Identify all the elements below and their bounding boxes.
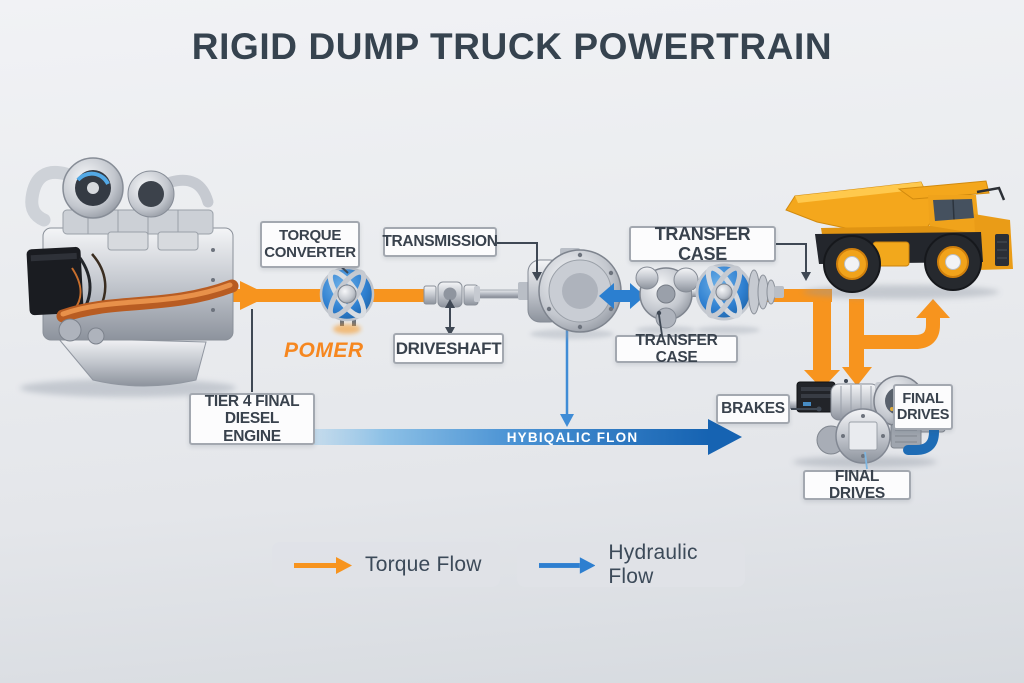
label-final-drives-side: FINAL DRIVES bbox=[893, 384, 953, 430]
hydraulic-double-arrow bbox=[599, 283, 645, 309]
transfer-case-illustration bbox=[635, 266, 718, 334]
label-final-drives-bottom: FINAL DRIVES bbox=[803, 468, 911, 502]
hydraulic-flow-arrow-icon bbox=[539, 556, 596, 574]
label-driveshaft: DRIVESHAFT bbox=[393, 333, 504, 364]
torque-converter-illustration bbox=[319, 266, 375, 334]
page-title: RIGID DUMP TRUCK POWERTRAIN bbox=[191, 26, 833, 67]
diesel-engine-illustration bbox=[20, 157, 239, 397]
label-brakes: BRAKES bbox=[716, 394, 790, 424]
legend-hydraulic-flow-label: Hydraulic Flow bbox=[608, 540, 698, 588]
rear-axle-illustration bbox=[695, 263, 784, 334]
dump-truck-illustration bbox=[785, 180, 1013, 299]
driveshaft-illustration bbox=[423, 281, 531, 308]
hydraulic-flow-bar bbox=[314, 322, 742, 455]
power-caption: POMER bbox=[284, 339, 364, 362]
hydraulic-curve-arrow bbox=[903, 419, 939, 455]
legend-hydraulic-flow: Hydraulic Flow bbox=[517, 540, 745, 588]
label-transfer-case-top: TRANSFER CASE bbox=[629, 224, 776, 264]
torque-flow-arrow-icon bbox=[294, 556, 352, 574]
label-transfer-case-bottom: TRANSFER CASE bbox=[615, 332, 738, 366]
label-tier4-diesel-engine: TIER 4 FINAL DIESEL ENGINE bbox=[189, 393, 315, 445]
label-torque-converter: TORQUE CONVERTER bbox=[260, 221, 360, 268]
legend-torque-flow: Torque Flow bbox=[272, 542, 500, 587]
hydraulic-bar-caption: HYBIQALIC FLON bbox=[506, 430, 639, 445]
legend-torque-flow-label: Torque Flow bbox=[365, 552, 482, 576]
label-transmission: TRANSMISSION bbox=[382, 227, 498, 257]
torque-flow-arrows bbox=[226, 281, 950, 389]
